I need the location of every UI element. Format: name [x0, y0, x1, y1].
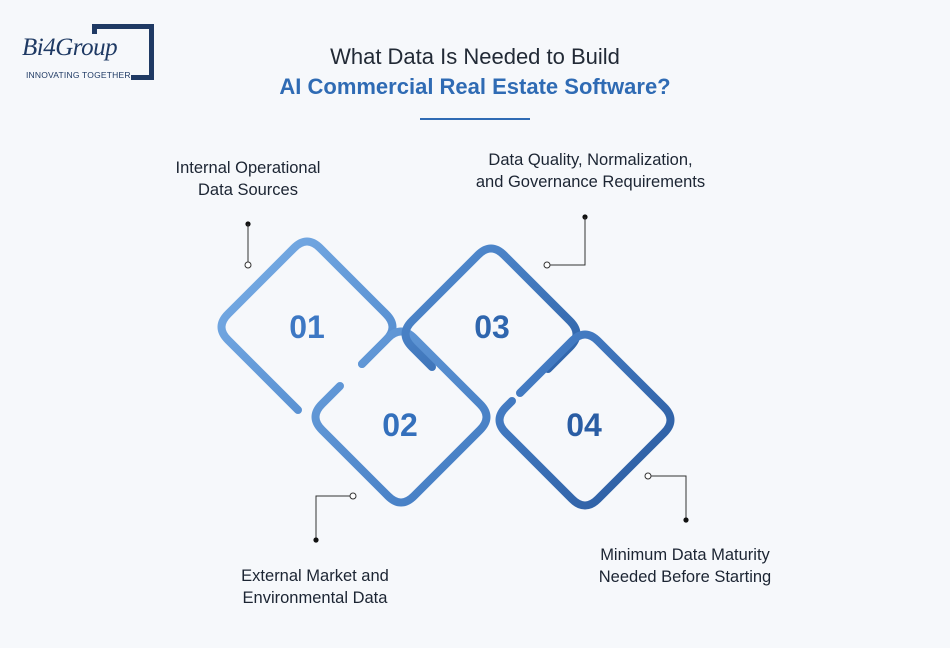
- step-2-label: External Market and Environmental Data: [210, 565, 420, 609]
- step-2-label-line-2: Environmental Data: [242, 589, 388, 607]
- title-underline: [420, 118, 530, 120]
- logo-wordmark: Bi4Group: [22, 34, 120, 62]
- step-3-label: Data Quality, Normalization, and Governa…: [438, 149, 743, 193]
- step-1-label: Internal Operational Data Sources: [148, 157, 348, 201]
- step-4-label: Minimum Data Maturity Needed Before Star…: [570, 544, 800, 588]
- connector-step-3: [543, 214, 588, 269]
- bizgroup-logo: Bi4Group INNOVATING TOGETHER: [22, 24, 162, 84]
- step-4-label-line-1: Minimum Data Maturity: [600, 546, 770, 564]
- step-3-number: 03: [474, 309, 510, 345]
- step-1-label-line-2: Data Sources: [198, 181, 298, 199]
- connector-step-1: [244, 221, 252, 269]
- connector-step-2: [313, 492, 357, 543]
- step-4-number: 04: [566, 407, 602, 443]
- step-3-label-line-2: and Governance Requirements: [475, 173, 706, 191]
- step-3-label-line-1: Data Quality, Normalization,: [488, 151, 693, 169]
- connector-step-4: [644, 472, 689, 523]
- step-4-diamond: 04: [495, 330, 675, 510]
- page-title-line-1: What Data Is Needed to Build: [330, 44, 620, 69]
- step-1-diamond: 01: [217, 237, 397, 414]
- step-2-diamond: 02: [311, 327, 491, 507]
- logo-tagline: INNOVATING TOGETHER: [26, 70, 131, 80]
- page-title-line-2: AI Commercial Real Estate Software?: [279, 74, 671, 99]
- step-1-label-line-1: Internal Operational: [175, 159, 321, 177]
- step-2-label-line-1: External Market and: [241, 567, 389, 585]
- step-1-number: 01: [289, 309, 325, 345]
- step-4-label-line-2: Needed Before Starting: [598, 568, 772, 586]
- step-2-number: 02: [382, 407, 418, 443]
